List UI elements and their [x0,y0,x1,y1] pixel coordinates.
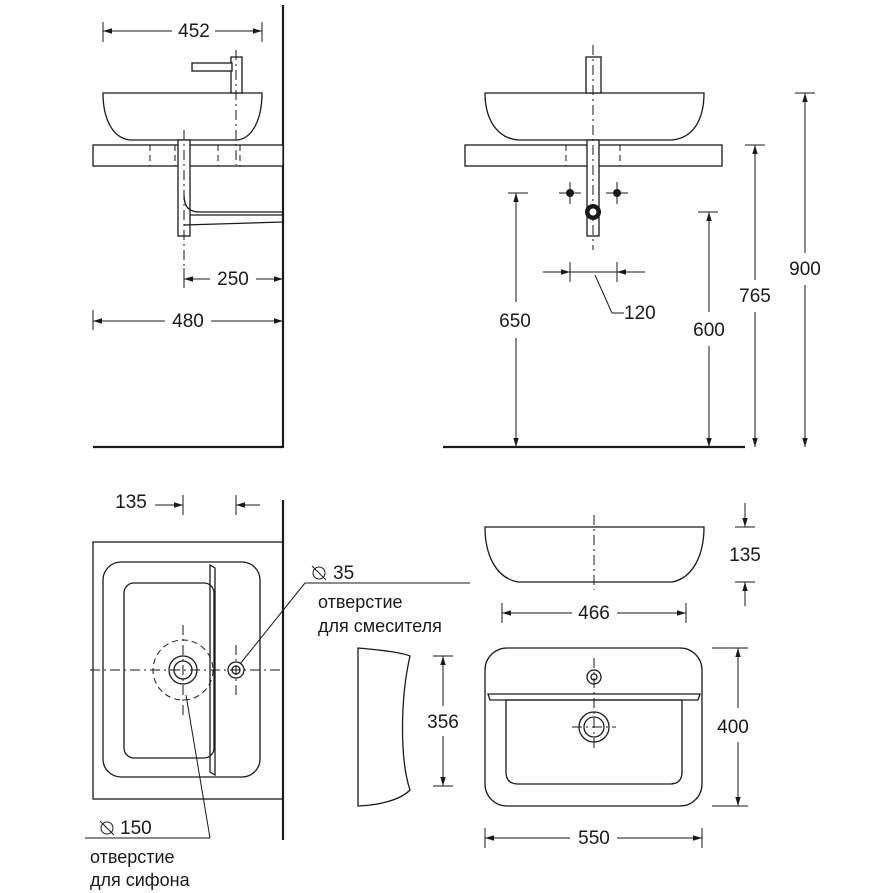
dim-600: 600 [693,320,725,341]
leader-line [594,274,613,314]
plan-view: 135 35 отверстие для смесителя 150 отвер… [85,492,470,890]
basin-shelf [487,693,701,701]
diameter-icon [311,565,327,581]
dim-120: 120 [624,303,656,324]
dim-900: 900 [789,259,821,280]
basin-plan-bowl [505,699,683,785]
siphon-outlet-top [183,194,283,213]
side-profile: 356 [357,647,459,807]
side-view: 452 250 480 [92,5,285,449]
dim-356: 356 [427,712,459,733]
siphon-leader [185,694,211,839]
mount-bolt [613,189,621,197]
dim-135-bowl: 135 [729,545,761,566]
dim-135-plan: 135 [115,492,147,513]
dim-452: 452 [178,21,210,42]
mixer-leader [239,582,306,665]
front-plan-view: 135 466 400 550 [484,503,761,849]
basin-side [102,92,263,141]
mixer-note-line1: отверстие [318,592,403,612]
basin-elevation [484,526,705,583]
mixer-hole-inner [231,665,241,675]
drain-hole [168,655,198,685]
mixer-diameter: 35 [333,563,354,584]
siphon-hole-dashed [152,639,214,701]
mixer-note-line2: для смесителя [318,616,442,636]
basin-profile [357,647,411,807]
siphon-diameter: 150 [120,818,152,839]
mixer-hole [227,661,245,679]
drain-outlet-inner [588,207,598,217]
basin-front [484,92,705,141]
siphon-note-line2: для сифона [90,870,191,890]
dim-480: 480 [172,311,204,332]
dim-650: 650 [499,311,531,332]
drain-plan [578,711,610,743]
faucet-spout [191,62,233,72]
dim-765: 765 [739,286,771,307]
front-view: 120 650 600 765 900 [443,45,821,449]
dim-250: 250 [217,269,249,290]
drain-hole-inner [173,660,193,680]
diameter-icon [99,820,115,836]
basin-plan-outer [484,647,703,807]
drain-plan-inner [583,716,605,738]
mount-bolt [566,189,574,197]
siphon-note-line1: отверстие [90,847,175,867]
dim-550: 550 [578,828,610,849]
dim-466: 466 [578,603,610,624]
siphon-outlet [183,214,284,226]
dim-400: 400 [717,717,749,738]
basin-edge-plan [209,563,216,777]
